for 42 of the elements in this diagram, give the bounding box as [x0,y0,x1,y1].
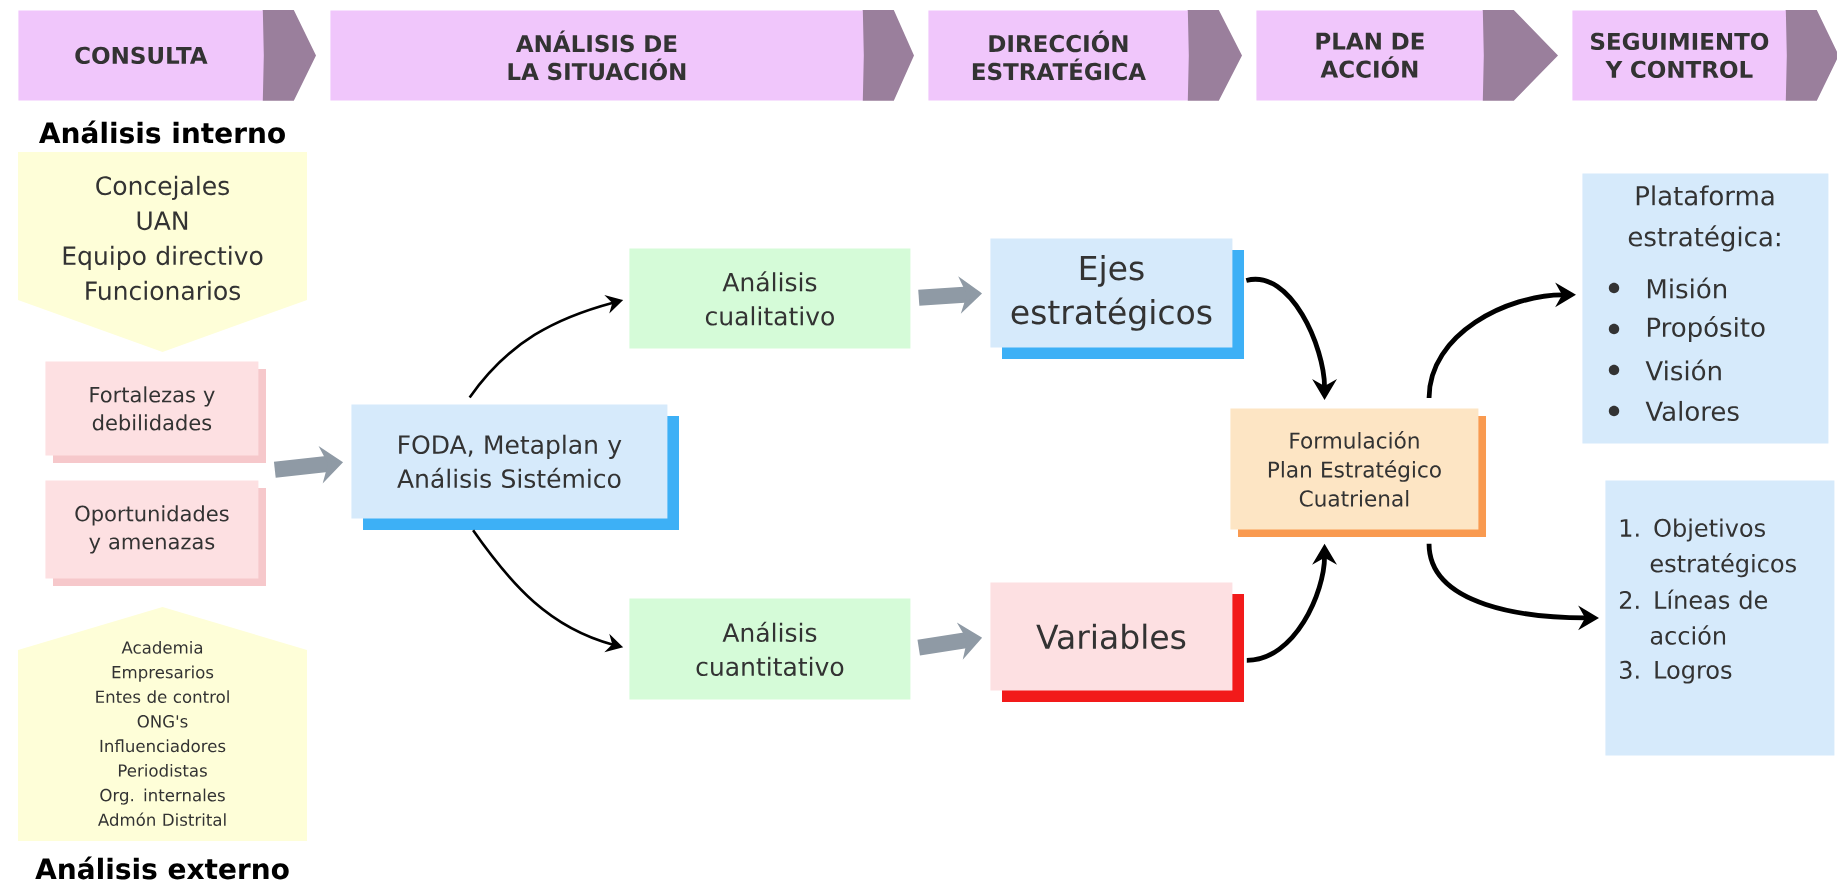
stage-band: CONSULTA [18,10,285,101]
list-item: 2. Líneas de acción [1619,589,1768,645]
chevron-arrow [262,10,316,101]
list-heading: Plataforma estratégica: [1628,185,1780,252]
bullet-item: Propósito [1608,315,1765,343]
bullet-item: Visión [1608,359,1721,381]
chevron-arrow [1187,10,1242,101]
process-box: Ejes estratégicos [990,238,1244,359]
stage-band: PLAN DE ACCIÓN [1256,10,1505,101]
node-label: Equipo directivo [63,245,263,271]
stage-band: DIRECCIÓN ESTRATÉGICA [928,10,1210,101]
chevron-arrow [1785,10,1837,101]
node-label: ONG's [137,715,188,728]
stage-band: ANÁLISIS DE LA SITUACIÓN [330,10,885,101]
process-box: Formulación Plan Estratégico Cuatrienal [1230,408,1486,537]
process-box: Variables [990,582,1244,702]
node-label: Periodistas [118,763,207,777]
pentagon-box: Concejales UAN Equipo directivo Funcionarios [18,152,307,352]
node-label: Admón Distrital [98,812,226,826]
group-heading: Análisis externo [35,856,289,880]
group-heading: Análisis interno [39,120,285,144]
node-label: UAN [137,211,188,231]
node-label: Entes de control [96,690,229,703]
node-label: Org. internales [100,788,225,805]
bullet-item: Misión [1608,277,1727,299]
node-label: Funcionarios [86,280,241,301]
node-label: Concejales [96,175,229,201]
process-box: Análisis cualitativo [629,248,911,349]
node-label: Academia [121,640,203,654]
chevron-arrow [862,10,914,101]
chevron-arrow [1482,10,1558,101]
stage-band: SEGUIMIENTO Y CONTROL [1572,10,1808,101]
bullet-item: Valores [1608,400,1739,422]
list-item: 1. Objetivos estratégicos [1620,518,1796,578]
process-box: Oportunidades y amenazas [45,480,266,586]
process-box: FODA, Metaplan y Análisis Sistémico [351,404,679,530]
process-box: Fortalezas y debilidades [45,361,266,463]
pentagon-box: Academia Empresarios Entes de control ONG's Influenciadores Periodistas Org. internales Admón Distrital [18,607,307,841]
node-label: Influenciadores [100,739,226,753]
list-item: 3. Logros [1620,660,1732,684]
process-box: Análisis cuantitativo [629,598,911,700]
node-label: Empresarios [112,665,214,682]
